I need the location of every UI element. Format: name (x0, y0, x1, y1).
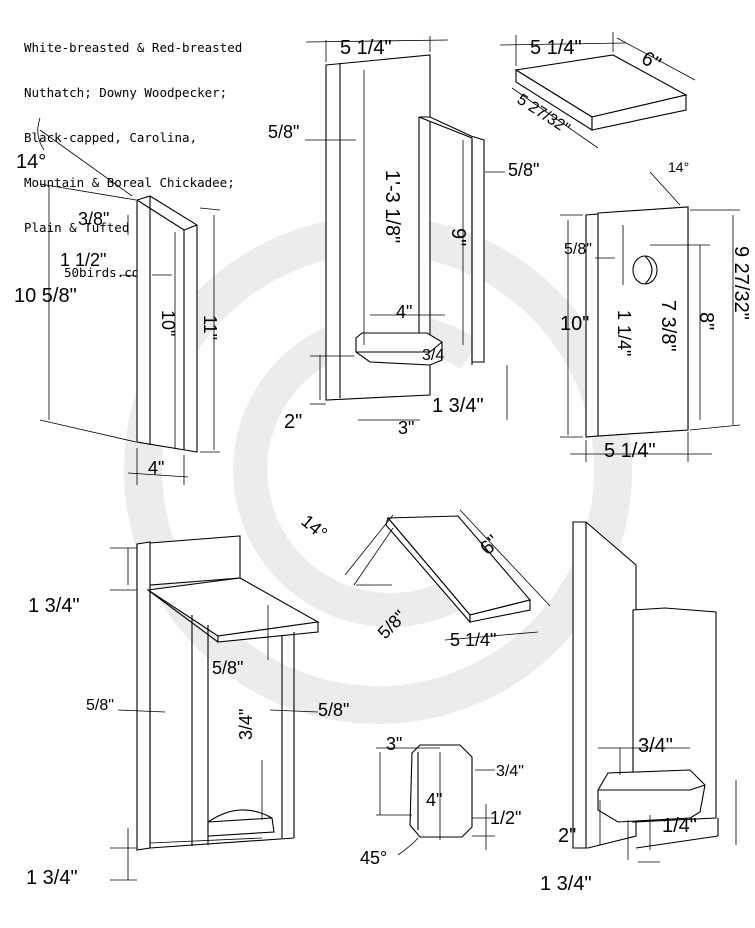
floor-depth-label: 3" (398, 418, 414, 438)
floor-piece-height-label: 4" (426, 790, 442, 810)
assembly-view: 1 3/4" 5/8" 5/8" 5/8" 3/4" 1 3/4" (26, 535, 349, 889)
roof-end-view: 14° 5/8" 6" 5 1/4" (297, 509, 551, 650)
assembly-left-label: 5/8" (86, 697, 114, 714)
back-panel-view: 5 1/4" 5/8" 1'-3 1/8" 5/8" 9" 4" 3/4 2" … (268, 36, 539, 438)
roof2-angle-label: 14° (297, 511, 331, 544)
side-width-label: 4" (148, 458, 164, 478)
title-line-2: Nuthatch; Downy Woodpecker; (24, 85, 228, 100)
side-top-label: 3/8" (78, 209, 109, 229)
floor-piece-gap-label: 1/2" (490, 808, 521, 828)
roof2-width-label: 5 1/4" (450, 630, 496, 650)
back-width-label: 5 1/4" (340, 37, 392, 59)
side-front-height-label: 10 5/8" (14, 285, 77, 307)
title-line-4: Mountain & Boreal Chickadee; (24, 175, 235, 190)
cutaway-view: 3/4" 2" 1/4" 1 3/4" (540, 521, 737, 895)
front-right-label: 9 27/32" (730, 246, 752, 320)
cut-corner-label: 3/4" (638, 735, 673, 757)
side-panel-view: 14° 3/8" 1 1/2" 10 5/8" 10" 11" 4" (14, 117, 221, 485)
side-hole-offset-label: 1 1/2" (60, 250, 106, 270)
cut-a-label: 2" (558, 825, 576, 847)
side-right-thick-label: 5/8" (508, 160, 539, 180)
floor-piece-corner-label: 3/4" (496, 763, 524, 780)
title-line-3: Black-capped, Carolina, (24, 130, 198, 145)
front-width-label: 5 1/4" (604, 440, 656, 462)
cut-b-label: 1/4" (662, 815, 697, 837)
floor-piece-angle-label: 45° (360, 848, 387, 868)
roof-panel-view: 5 1/4" 6" 5 27/32" (499, 32, 696, 149)
title-line-1: White-breasted & Red-breasted (24, 40, 243, 55)
front-thick-label: 5/8" (564, 241, 592, 258)
floor-piece-view: 3" 3/4" 4" 1/2" 45° (360, 734, 524, 868)
cut-c-label: 1 3/4" (540, 873, 592, 895)
front-inner-label: 8" (695, 312, 717, 330)
front-angle-label: 14° (668, 159, 689, 175)
back-thick-label: 5/8" (268, 122, 299, 142)
site-name: 50birds.com (64, 265, 147, 280)
roof-width-label: 5 1/4" (530, 37, 582, 59)
bottom-extend-label: 2" (284, 411, 302, 433)
assembly-floor-label: 3/4" (236, 709, 256, 740)
front-hole-bottom-label: 1 1/4" (614, 310, 634, 356)
floor-width-label: 4" (396, 302, 412, 322)
front-height-label: 10" (560, 313, 589, 335)
floor-corner-label: 3/4 (422, 347, 444, 364)
assembly-right-label: 5/8" (318, 700, 349, 720)
floor-offset-label: 1 3/4" (432, 395, 484, 417)
assembly-roof-label: 5/8" (212, 658, 243, 678)
side-back-height-label: 11" (200, 315, 220, 340)
assembly-bottom-label: 1 3/4" (26, 867, 78, 889)
back-height-label: 1'-3 1/8" (381, 170, 403, 243)
floor-piece-width-label: 3" (386, 734, 402, 754)
front-panel-view: 14° 5/8" 7 3/8" 1 1/4" 10" 8" 9 27/32" 5… (560, 159, 752, 462)
front-hole-top-label: 7 3/8" (657, 300, 679, 352)
side-angle-label: 14° (16, 151, 46, 173)
assembly-top-label: 1 3/4" (28, 595, 80, 617)
side-right-height-label: 9" (447, 228, 469, 246)
side-inner-height-label: 10" (158, 310, 178, 336)
